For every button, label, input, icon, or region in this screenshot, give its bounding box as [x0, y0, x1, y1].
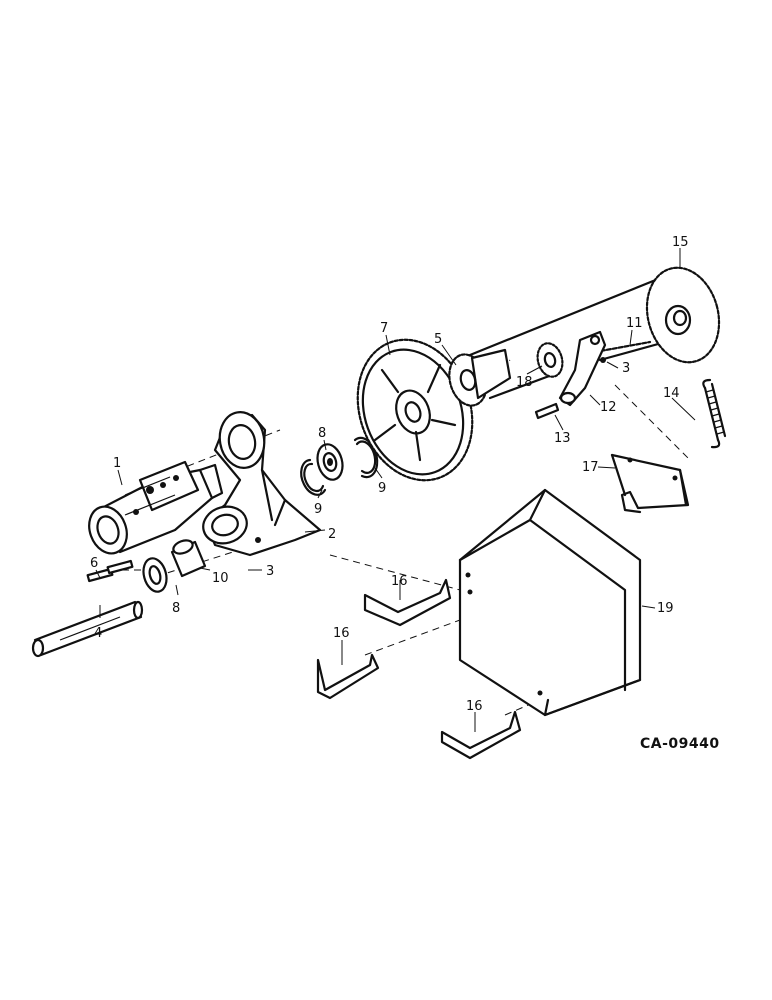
callout-2: 2 — [328, 527, 336, 542]
callout-9-left: 9 — [314, 502, 322, 517]
callout-12: 12 — [600, 400, 617, 415]
callout-1: 1 — [113, 456, 121, 471]
snap-ring-part-right — [353, 436, 379, 479]
callout-5: 5 — [434, 332, 442, 347]
mount-bracket-part — [610, 453, 690, 514]
sleeve-part — [170, 539, 207, 578]
callout-16-upper: 16 — [391, 574, 408, 589]
shield-part — [458, 488, 642, 717]
sprocket-part — [448, 348, 512, 407]
shield-bracket-part-lower — [440, 710, 522, 760]
callout-3-lower: 3 — [266, 564, 274, 579]
chain-link-part — [593, 340, 652, 354]
callout-labels: 1 2 3 3 4 5 6 7 8 8 9 9 10 11 12 13 14 1… — [90, 235, 689, 714]
driven-sprocket-part — [645, 266, 721, 364]
starter-motor-part — [88, 460, 224, 555]
callout-8-upper: 8 — [318, 426, 326, 441]
spring-part — [702, 378, 727, 449]
callout-15: 15 — [672, 235, 689, 250]
callout-14: 14 — [663, 386, 680, 401]
callout-6: 6 — [90, 556, 98, 571]
callout-16-middle: 16 — [333, 626, 350, 641]
idler-arm-part — [558, 330, 607, 407]
callout-18: 18 — [516, 375, 533, 390]
idler-sprocket-part — [536, 342, 564, 378]
leader-lines — [95, 248, 696, 732]
shield-bracket-part-upper — [363, 578, 452, 627]
shaft-part — [31, 600, 144, 658]
callout-11: 11 — [626, 316, 643, 331]
callout-9-right: 9 — [378, 481, 386, 496]
callout-7: 7 — [380, 321, 388, 336]
callout-13: 13 — [554, 431, 571, 446]
callout-8-lower: 8 — [172, 601, 180, 616]
bearing-part-upper — [316, 443, 344, 481]
drawing-code: CA-09440 — [640, 736, 720, 752]
bearing-part-lower — [142, 557, 168, 593]
callout-10: 10 — [212, 571, 229, 586]
callout-17: 17 — [582, 460, 599, 475]
shield-bracket-part-middle — [316, 653, 380, 700]
callout-19: 19 — [657, 601, 674, 616]
callout-4: 4 — [94, 626, 102, 641]
callout-16-lower: 16 — [466, 699, 483, 714]
callout-3-upper: 3 — [622, 361, 630, 376]
bracket-housing-part — [202, 411, 322, 557]
pin-part — [534, 402, 560, 420]
key-parts — [86, 559, 134, 583]
